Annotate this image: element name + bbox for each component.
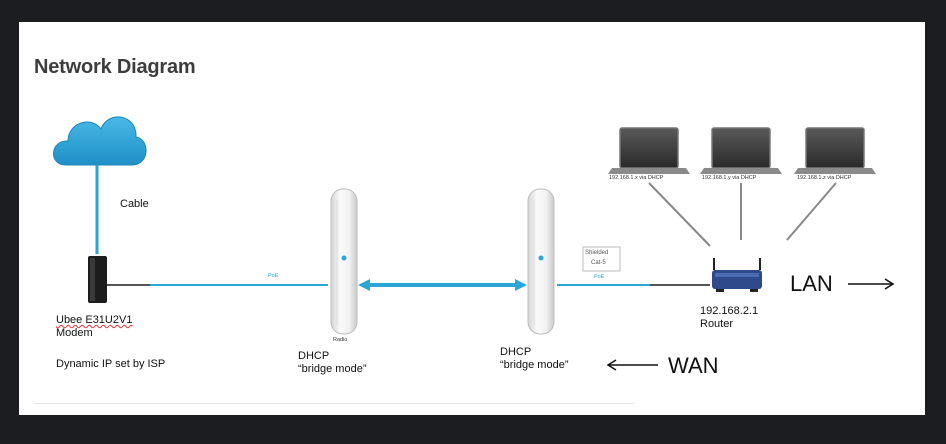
radio-1-icon bbox=[330, 188, 358, 335]
poe-label-1: PoE bbox=[268, 273, 279, 279]
laptop-1-icon bbox=[608, 127, 690, 174]
laptop-3-label: 192.168.1.z via DHCP bbox=[797, 175, 852, 181]
shielded-label-line1: Shielded bbox=[585, 250, 609, 256]
laptop-2-label: 192.168.1.y via DHCP bbox=[702, 175, 757, 181]
modem-note-label: Dynamic IP set by ISP bbox=[56, 358, 166, 370]
bridge-2-line2: “bridge mode” bbox=[500, 359, 569, 371]
lan-cables bbox=[648, 182, 837, 247]
bridge-2-line1: DHCP bbox=[500, 346, 532, 358]
bridge-1-line2: “bridge mode” bbox=[298, 363, 367, 375]
cloud-icon bbox=[53, 116, 147, 166]
router-label: Router bbox=[700, 318, 734, 330]
modem-model-text: Ubee E31U2V1 bbox=[56, 314, 133, 326]
radio-base-label: Radio bbox=[333, 337, 348, 343]
wireless-link-arrow bbox=[358, 279, 527, 291]
wan-label: WAN bbox=[668, 353, 719, 378]
lan-label: LAN bbox=[790, 271, 833, 296]
shielded-label-line2: Cat-5 bbox=[591, 260, 606, 266]
laptop-2-icon bbox=[700, 127, 782, 174]
router-ip-label: 192.168.2.1 bbox=[700, 305, 759, 317]
router-icon bbox=[712, 258, 762, 292]
cable-label: Cable bbox=[120, 198, 149, 210]
lan-arrow bbox=[848, 278, 895, 290]
modem-type-label: Modem bbox=[56, 327, 93, 339]
shielded-label-box bbox=[582, 246, 621, 272]
slide-tab bbox=[634, 404, 925, 415]
diagram-slide bbox=[19, 22, 925, 415]
bridge-1-line1: DHCP bbox=[298, 350, 330, 362]
divider-line bbox=[34, 403, 634, 404]
radio-2-icon bbox=[527, 188, 555, 335]
page-title: Network Diagram bbox=[34, 56, 196, 78]
modem-model-label: Ubee E31U2V1 bbox=[56, 314, 132, 327]
modem-icon bbox=[88, 256, 107, 303]
wan-arrow bbox=[606, 359, 658, 371]
laptop-1-label: 192.168.1.x via DHCP bbox=[609, 175, 664, 181]
laptop-3-icon bbox=[794, 127, 876, 174]
poe-label-2: PoE bbox=[594, 274, 605, 280]
